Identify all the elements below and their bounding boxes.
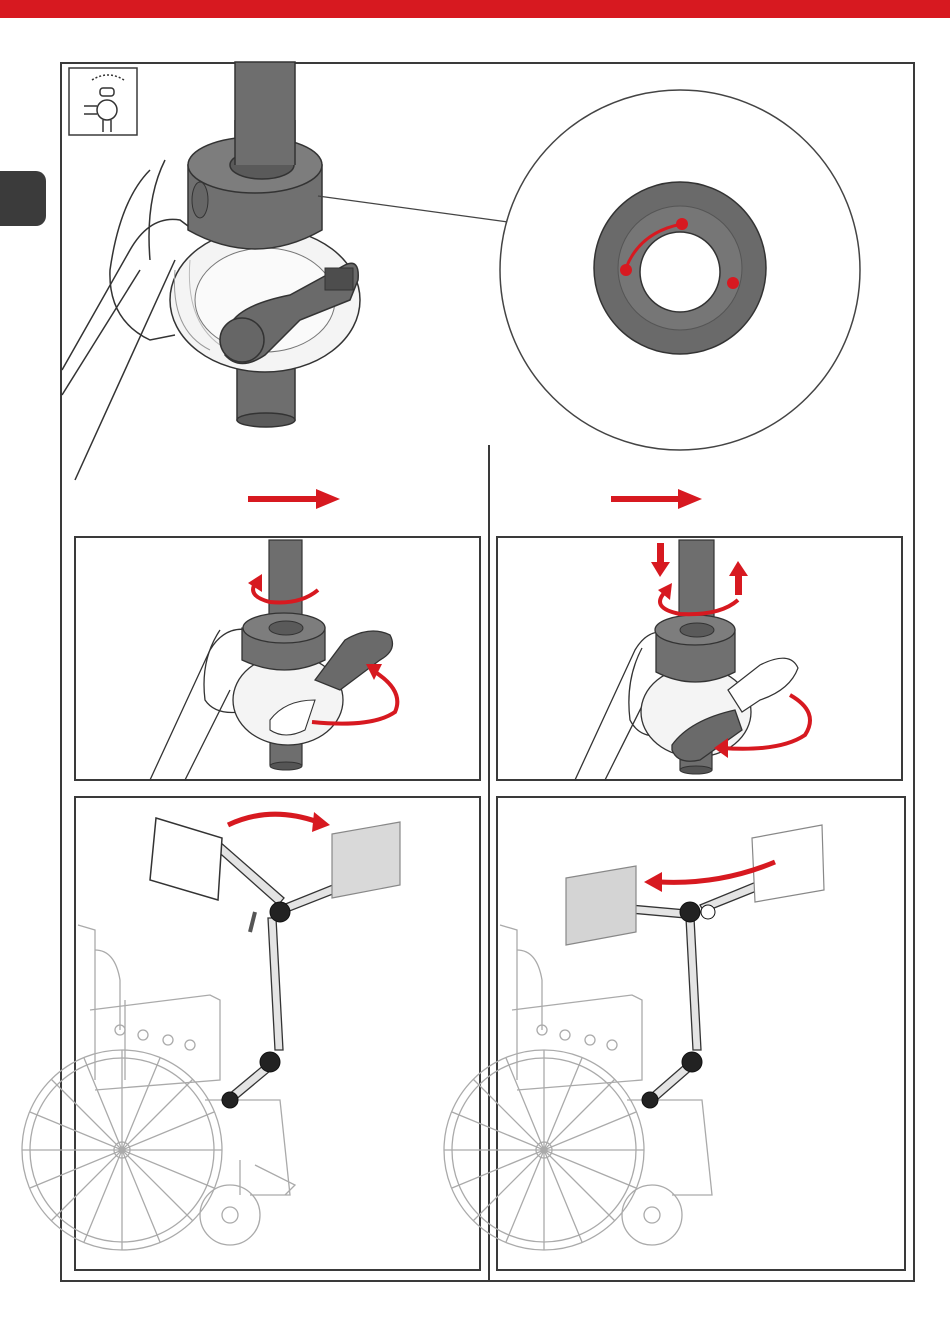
arrow-right-icon [248, 489, 340, 509]
adjust-symbol-icon [69, 68, 137, 135]
adjustment-collar [188, 120, 322, 249]
detail-callout [500, 90, 860, 450]
arrow-right-icon [611, 489, 702, 509]
step-panel-4 [497, 797, 905, 1270]
